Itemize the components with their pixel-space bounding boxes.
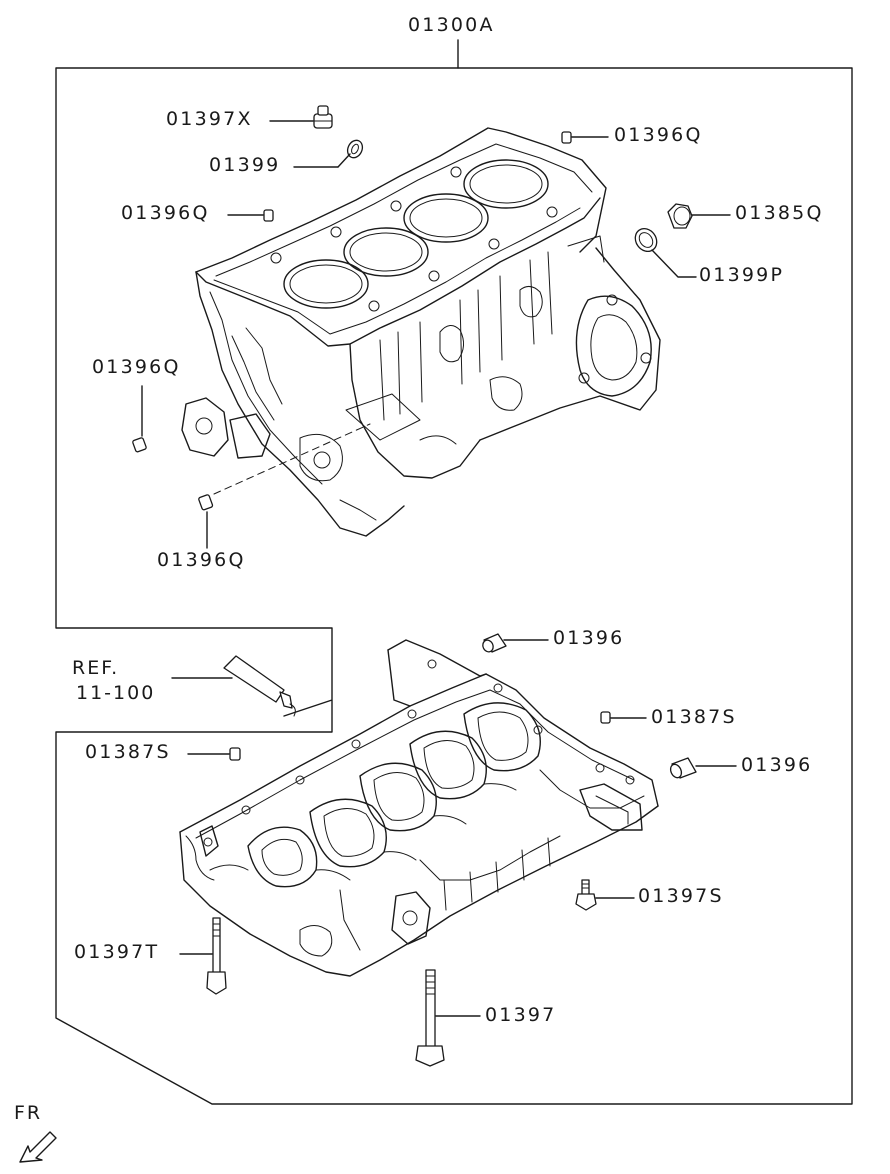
assembly-boundary (55, 39, 853, 1105)
callout-01397S[interactable]: 01397S (638, 885, 724, 907)
front-direction-label: FR (14, 1102, 43, 1124)
callout-01396-upper[interactable]: 01396 (553, 627, 625, 649)
bolt-01397 (415, 969, 445, 1067)
lower-bedplate (179, 639, 659, 977)
callout-01396Q-mid[interactable]: 01396Q (92, 356, 181, 378)
assembly-label-01300A[interactable]: 01300A (408, 14, 495, 36)
callout-01397X[interactable]: 01397X (166, 108, 253, 130)
gasket-01399P (634, 227, 658, 253)
dowel-01396-right (669, 757, 697, 779)
dowel-01396Q-left-bottom (198, 494, 214, 511)
callout-01396-right[interactable]: 01396 (741, 754, 813, 776)
dowel-01396-upper (482, 633, 507, 653)
dowel-01396Q-top (561, 131, 572, 144)
callout-01399P[interactable]: 01399P (699, 264, 785, 286)
plug-01385Q (667, 203, 693, 229)
plug-01397X (313, 105, 333, 129)
sealant-tube-icon (171, 655, 296, 717)
stud-01387S-right (600, 711, 611, 724)
callout-01399[interactable]: 01399 (209, 154, 281, 176)
dowel-01396Q-left-mid (132, 437, 147, 453)
upper-cylinder-block (181, 127, 661, 537)
stud-01387S-left (229, 747, 241, 761)
reference-label-line1[interactable]: REF. (72, 657, 120, 679)
reference-label-line2[interactable]: 11-100 (76, 682, 156, 704)
bolt-01397T (206, 917, 227, 995)
front-direction-arrow-icon (19, 1131, 57, 1163)
leader-01399P (651, 249, 697, 278)
callout-01397[interactable]: 01397 (485, 1004, 557, 1026)
dowel-01396Q-left-top (263, 209, 274, 222)
callout-01396Q-left[interactable]: 01396Q (121, 202, 210, 224)
callout-01397T[interactable]: 01397T (74, 941, 160, 963)
callout-01387S-left[interactable]: 01387S (85, 741, 171, 763)
callout-01385Q[interactable]: 01385Q (735, 202, 824, 224)
gasket-01399 (346, 139, 364, 159)
callout-01396Q-bottom[interactable]: 01396Q (157, 549, 246, 571)
callout-01396Q-top[interactable]: 01396Q (614, 124, 703, 146)
bolt-01397S (575, 879, 597, 911)
callout-01387S-right[interactable]: 01387S (651, 706, 737, 728)
